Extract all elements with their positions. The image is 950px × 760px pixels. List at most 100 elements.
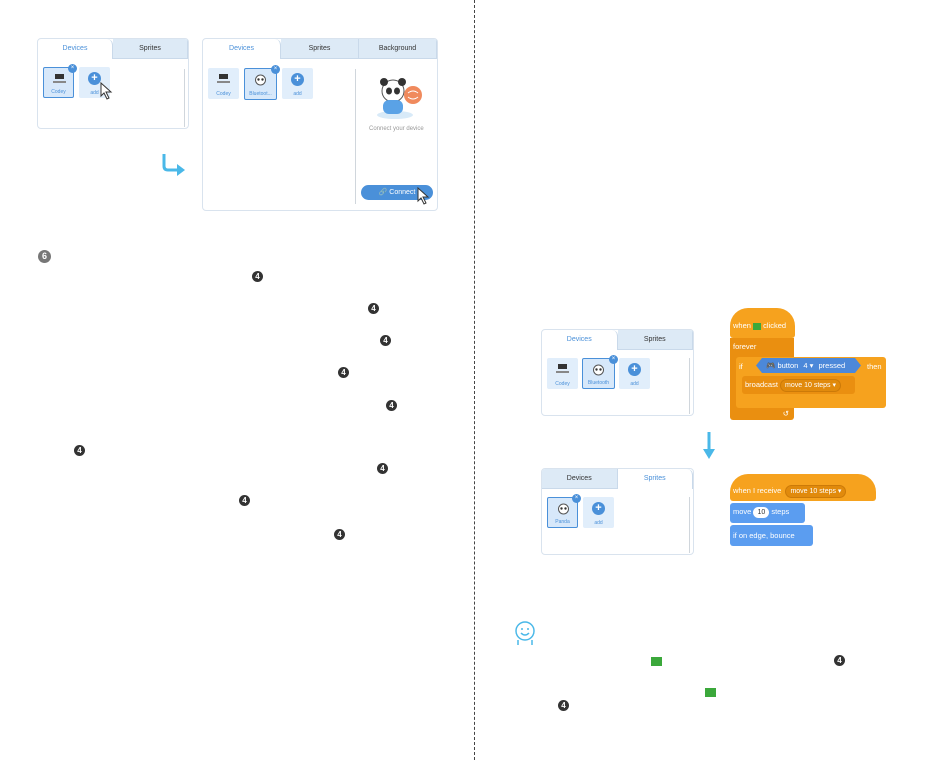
then-label: then xyxy=(867,362,882,371)
plus-icon: + xyxy=(592,502,605,515)
bounce-label: if on edge, bounce xyxy=(733,531,795,540)
plus-icon: + xyxy=(291,73,304,86)
green-flag-icon xyxy=(753,322,762,330)
divider-line xyxy=(355,69,356,204)
connect-button[interactable]: 🔗 Connect xyxy=(361,185,433,200)
close-icon[interactable]: × xyxy=(572,494,581,503)
panda-icon xyxy=(593,364,604,376)
green-flag-icon xyxy=(651,657,662,666)
arrow-down-icon xyxy=(703,432,715,459)
if-label: if xyxy=(739,362,743,371)
loop-arrow-icon: ↺ xyxy=(782,409,789,418)
link-icon: 🔗 xyxy=(378,189,390,196)
message-dropdown[interactable]: move 10 steps ▾ xyxy=(785,485,847,498)
steps-input[interactable]: 10 xyxy=(753,507,770,518)
ref-badge: 4 xyxy=(74,445,85,456)
tab-sprites[interactable]: Sprites xyxy=(617,330,693,350)
tile-label: Bluetooth xyxy=(587,380,610,386)
sprite-tile-panda[interactable]: × Panda xyxy=(547,494,581,528)
bounce-block[interactable]: if on edge, bounce xyxy=(730,525,813,546)
when-i-receive-block[interactable]: when I receive move 10 steps ▾ xyxy=(730,474,876,501)
tab-devices[interactable]: Devices xyxy=(542,330,618,350)
tab-background[interactable]: Background xyxy=(359,39,437,59)
button-dropdown[interactable]: 4 ▾ xyxy=(803,361,814,370)
arrow-right-icon xyxy=(162,154,185,176)
connect-label: Connect xyxy=(389,189,416,196)
tab-sprites[interactable]: Sprites xyxy=(617,469,693,489)
add-device-button[interactable]: + add xyxy=(282,68,313,99)
plus-icon: + xyxy=(88,72,101,85)
codey-icon xyxy=(53,74,66,83)
receive-label: when I receive xyxy=(733,486,782,495)
plus-icon: + xyxy=(628,363,641,376)
scrollbar[interactable] xyxy=(689,358,690,414)
ref-badge: 4 xyxy=(368,303,379,314)
button-pressed-condition[interactable]: 🎮 button 4 ▾ pressed xyxy=(756,358,861,373)
cursor-icon xyxy=(100,82,113,100)
message-dropdown[interactable]: move 10 steps ▾ xyxy=(780,379,842,392)
move-steps-block[interactable]: move 10 steps xyxy=(730,503,805,523)
tile-label: Codey xyxy=(51,89,66,95)
tile-label: add xyxy=(90,90,99,96)
device-tile-codey[interactable]: Codey xyxy=(208,68,239,99)
loop-end: ↺ xyxy=(736,408,793,420)
device-tile-codey[interactable]: × Codey xyxy=(43,64,77,98)
scrollbar[interactable] xyxy=(184,69,185,127)
ref-badge: 4 xyxy=(239,495,250,506)
broadcast-block[interactable]: broadcast move 10 steps ▾ xyxy=(742,376,855,394)
gamepad-icon: 🎮 xyxy=(766,361,776,370)
ref-badge: 4 xyxy=(834,655,845,666)
ref-badge: 4 xyxy=(334,529,345,540)
add-sprite-button[interactable]: + add xyxy=(583,497,614,528)
tile-label: add xyxy=(594,520,603,526)
pressed-label: pressed xyxy=(818,361,846,370)
codey-icon xyxy=(217,74,230,83)
ref-badge: 4 xyxy=(252,271,263,282)
scrollbar[interactable] xyxy=(689,497,690,553)
green-flag-icon xyxy=(705,688,716,697)
panda-illustration xyxy=(377,78,422,119)
device-tile-bluetooth[interactable]: × Bluetooth xyxy=(582,355,618,389)
connect-caption: Connect your device xyxy=(369,126,424,132)
device-tile-codey[interactable]: Codey xyxy=(547,358,578,389)
ref-badge: 4 xyxy=(377,463,388,474)
ref-badge: 4 xyxy=(386,400,397,411)
tile-label: Bluetoot... xyxy=(249,91,272,97)
tab-devices[interactable]: Devices xyxy=(203,39,281,59)
ref-badge: 4 xyxy=(558,700,569,711)
devices-panel-before: Devices Sprites × Codey + add xyxy=(37,38,189,129)
close-icon[interactable]: × xyxy=(271,65,280,74)
panda-icon xyxy=(558,503,569,515)
tile-label: add xyxy=(293,91,302,97)
tile-label: Codey xyxy=(216,91,231,97)
devices-panel-bluetooth: Devices Sprites Codey × Bluetooth + add xyxy=(541,329,694,416)
step-badge: 6 xyxy=(38,250,51,263)
ref-badge: 4 xyxy=(380,335,391,346)
cursor-icon xyxy=(417,187,430,205)
ref-badge: 4 xyxy=(338,367,349,378)
move-label: move xyxy=(733,507,752,516)
hat-label: clicked xyxy=(763,321,787,330)
tab-sprites[interactable]: Sprites xyxy=(281,39,359,59)
steps-label: steps xyxy=(771,507,790,516)
sprites-panel: Devices Sprites × Panda + add xyxy=(541,468,694,555)
when-flag-clicked-block[interactable]: when clicked xyxy=(730,308,795,338)
panda-icon xyxy=(255,74,266,86)
hat-prefix: when xyxy=(733,321,751,330)
smiley-icon xyxy=(515,621,535,645)
tab-devices[interactable]: Devices xyxy=(542,469,618,489)
codey-icon xyxy=(556,364,569,373)
device-tile-bluetooth[interactable]: × Bluetoot... xyxy=(244,65,280,100)
forever-label: forever xyxy=(733,342,757,351)
tab-sprites[interactable]: Sprites xyxy=(113,39,188,59)
add-device-button[interactable]: + add xyxy=(619,358,650,389)
close-icon[interactable]: × xyxy=(68,64,77,73)
tile-label: Panda xyxy=(555,519,570,525)
button-label: button xyxy=(777,361,799,370)
devices-panel-after: Devices Sprites Background Codey × Bluet… xyxy=(202,38,438,211)
tab-devices[interactable]: Devices xyxy=(38,39,113,59)
close-icon[interactable]: × xyxy=(609,355,618,364)
tile-label: add xyxy=(630,381,639,387)
page-divider xyxy=(474,0,475,760)
tile-label: Codey xyxy=(555,381,570,387)
